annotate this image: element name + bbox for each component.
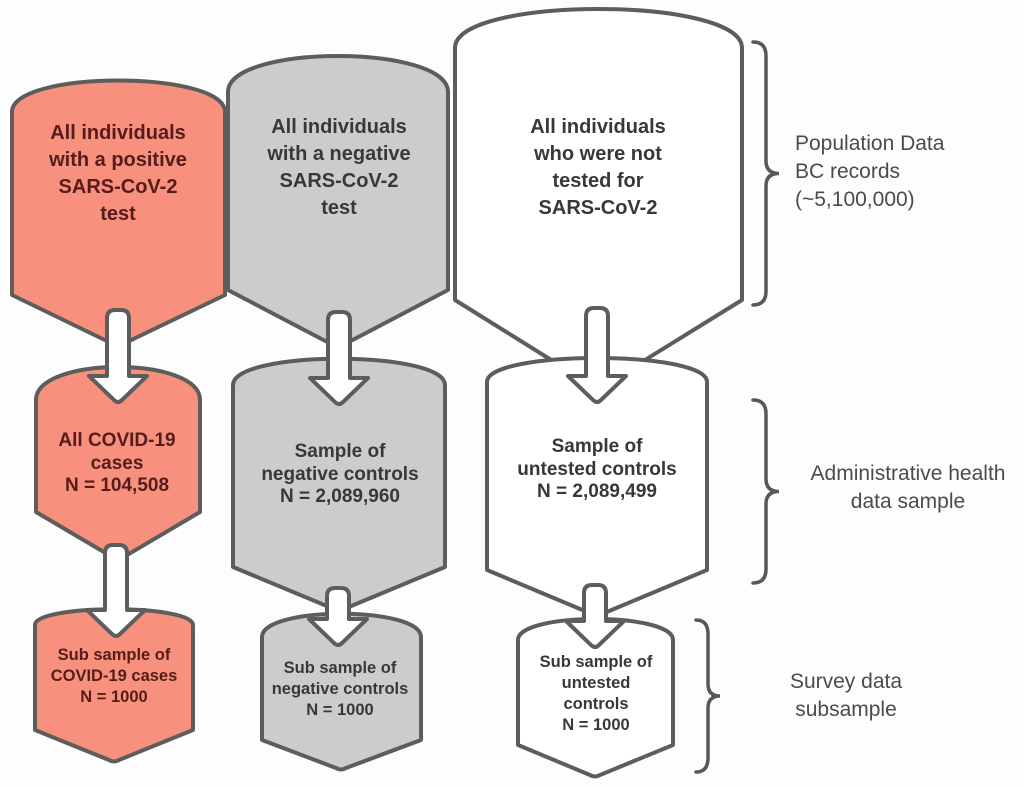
negative-stage2-label: Sample of negative controls N = 2,089,96…: [261, 441, 419, 507]
down-arrow-icon: [566, 306, 628, 404]
annotation-administrative: Administrative health data sample: [810, 462, 1006, 513]
negative-stage3-label: Sub sample of negative controls N = 1000: [271, 659, 409, 719]
down-arrow-icon: [564, 583, 626, 649]
brace-survey: [694, 618, 721, 774]
negative-stage3-shape: [260, 611, 423, 772]
positive-stage3-shape: [33, 607, 195, 764]
down-arrow-icon: [308, 310, 370, 406]
positive-stage3-label: Sub sample of COVID-19 cases N = 1000: [50, 646, 178, 706]
brace-administrative: [751, 398, 780, 585]
untested-stage3-shape: [516, 617, 675, 779]
down-arrow-icon: [85, 543, 147, 638]
untested-stage2-label: Sample of untested controls N = 2,089,49…: [517, 436, 677, 502]
negative-stage1-label: All individuals with a negative SARS-CoV…: [267, 116, 411, 219]
positive-stage1-label: All individuals with a positive SARS-CoV…: [49, 122, 187, 225]
annotation-survey: Survey data subsample: [789, 670, 903, 721]
positive-stage2-label: All COVID-19 cases N = 104,508: [58, 430, 176, 496]
untested-stage1-label: All individuals who were not tested for …: [530, 116, 666, 219]
brace-population: [751, 40, 780, 307]
annotation-population: Population Data BC records (~5,100,000): [795, 132, 945, 211]
down-arrow-icon: [307, 586, 369, 647]
untested-stage3-label: Sub sample of untested controls N = 1000: [539, 653, 653, 734]
down-arrow-icon: [87, 308, 149, 404]
